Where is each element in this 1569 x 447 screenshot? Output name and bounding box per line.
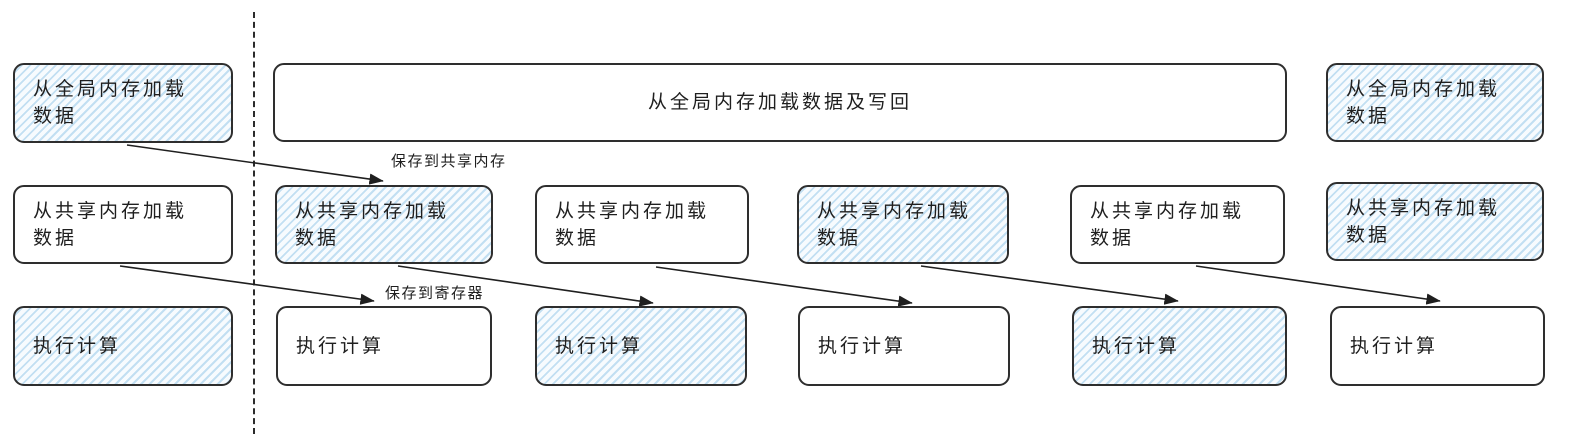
node-label-line: 执行计算 [818, 334, 907, 357]
node-label-line: 从全局内存加载 [33, 78, 188, 100]
node-label-line: 从共享内存加载 [295, 199, 450, 222]
node-compute-c0: 执行计算 [13, 306, 233, 386]
node-label-line: 执行计算 [296, 334, 385, 357]
node-load-shared-c4: 从共享内存加载 数据 [1070, 185, 1285, 264]
node-compute-c3: 执行计算 [798, 306, 1010, 386]
node-compute-c5: 执行计算 [1330, 306, 1545, 386]
node-label-line: 从全局内存加载 [1346, 77, 1501, 100]
node-label-line: 执行计算 [1092, 334, 1181, 357]
node-compute-c4: 执行计算 [1072, 306, 1287, 386]
node-load-global-left: 从全局内存加载 数据 [13, 63, 233, 143]
node-label-line: 从共享内存加载 [33, 199, 188, 222]
node-label-line: 从共享内存加载 [1346, 196, 1501, 219]
arrow-shared-to-register-3 [655, 266, 913, 307]
node-label-line: 从全局内存加载数据及写回 [647, 91, 912, 113]
node-label-line: 从共享内存加载 [555, 199, 710, 222]
arrow-shared-to-register-4 [920, 265, 1179, 305]
node-label-line: 数据 [817, 226, 862, 249]
node-label-line: 数据 [555, 226, 600, 249]
node-label-line: 数据 [1346, 223, 1391, 246]
node-load-shared-c0: 从共享内存加载 数据 [13, 185, 233, 264]
node-label-line: 执行计算 [555, 334, 644, 357]
node-compute-c2: 执行计算 [535, 306, 747, 386]
node-label-line: 从共享内存加载 [1090, 199, 1245, 222]
node-load-global-writeback: 从全局内存加载数据及写回 [273, 63, 1287, 142]
node-load-global-right: 从全局内存加载 数据 [1326, 63, 1544, 142]
node-load-shared-c5: 从共享内存加载 数据 [1326, 182, 1544, 261]
arrow-shared-to-register-5 [1195, 265, 1441, 305]
node-load-shared-c3: 从共享内存加载 数据 [797, 185, 1009, 264]
node-label-line: 执行计算 [1350, 334, 1439, 357]
node-label-line: 数据 [33, 105, 78, 127]
label-save-to-shared-memory: 保存到共享内存 [391, 152, 507, 170]
node-label-line: 数据 [33, 226, 78, 249]
node-compute-c1: 执行计算 [276, 306, 492, 386]
node-label-line: 数据 [295, 226, 340, 249]
node-load-shared-c1: 从共享内存加载 数据 [275, 185, 493, 264]
arrow-global-to-shared [126, 144, 384, 185]
node-label-line: 数据 [1090, 226, 1135, 249]
node-label-line: 从共享内存加载 [817, 199, 972, 222]
node-label-line: 执行计算 [33, 334, 122, 357]
label-save-to-register: 保存到寄存器 [385, 284, 485, 302]
node-load-shared-c2: 从共享内存加载 数据 [535, 185, 749, 264]
arrow-shared-to-register-1 [119, 265, 375, 305]
stage-divider-dashed-line [253, 12, 255, 434]
node-label-line: 数据 [1346, 104, 1391, 127]
